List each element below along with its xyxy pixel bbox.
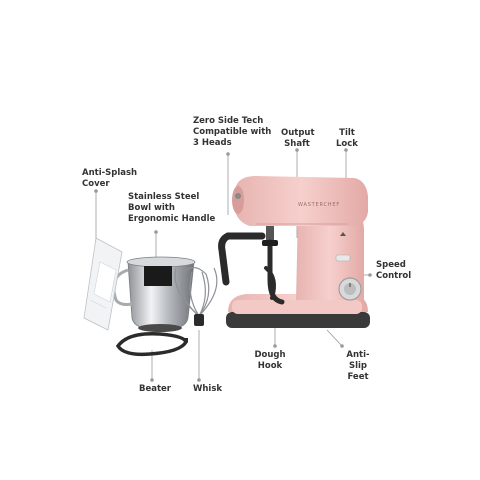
splash-cover-icon [83,237,123,331]
label-output-shaft: Output Shaft [281,128,315,149]
brand-logo: WASTERCHEF [298,202,340,208]
label-dough-hook: Dough Hook [254,350,286,371]
mixer-body-icon: WASTERCHEF [226,176,370,328]
whisk-icon [174,266,218,326]
label-beater: Beater [139,384,171,394]
label-tilt-lock: Tilt Lock [336,128,358,149]
label-anti-slip-feet: Anti-Slip Feet [346,350,370,382]
leader-anti-slip [326,329,343,347]
label-zero-side-tech: Zero Side Tech Compatible with 3 Heads [193,116,272,148]
label-whisk: Whisk [193,384,223,394]
speed-knob-icon [338,277,362,301]
label-speed-control: Speed Control [376,260,412,281]
label-stainless-steel-bowl: Stainless Steel Bowl with Ergonomic Hand… [128,192,216,224]
label-anti-splash-cover: Anti-Splash Cover [82,168,138,189]
bowl-icon [112,256,196,332]
beater-icon [115,332,188,357]
dough-hook-icon [218,232,285,305]
